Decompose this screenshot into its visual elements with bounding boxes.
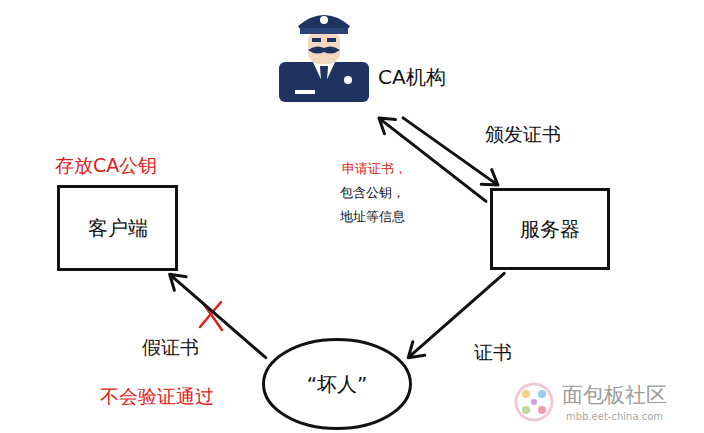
edge-label: 申请证书， [340,160,409,178]
ca-officer-icon [279,15,369,102]
ca-authority: CA机构 [275,5,475,115]
watermark-text: 面包板社区 [562,381,667,409]
attacker-ellipse: “坏人” [262,338,412,430]
node-label: 服务器 [520,216,580,243]
edge-label: 证书 [472,340,514,366]
edge-label: 颁发证书 [483,122,563,148]
server-box: 服务器 [490,188,610,270]
client-box: 客户端 [57,185,178,271]
watermark-url: mbb.eet-china.com [566,411,663,422]
node-label: CA机构 [378,64,446,91]
warning-text: 不会验证通过 [100,384,214,410]
watermark-icon [516,384,552,420]
edge-label: 假证书 [140,335,201,361]
edge-note: 包含公钥， [340,184,405,202]
edge-note: 地址等信息 [340,208,405,226]
note-text: 存放CA公钥 [55,153,157,179]
node-label: “坏人” [307,371,368,398]
node-label: 客户端 [88,215,148,242]
